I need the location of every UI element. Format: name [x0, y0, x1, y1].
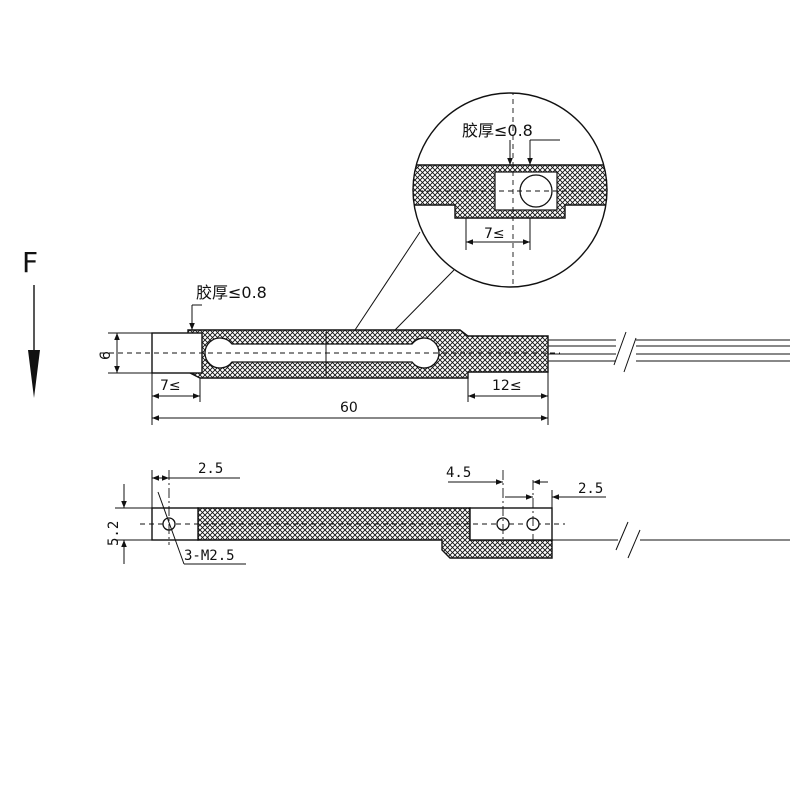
front-left-dim: 7≤: [160, 378, 181, 394]
front-length-dim: 60: [340, 400, 358, 416]
front-height-dim: 6: [98, 351, 114, 360]
top-right-edge-dim: 2.5: [578, 481, 603, 497]
front-right-dim: 12≤: [492, 378, 522, 394]
top-hole-offset-dim: 2.5: [198, 461, 223, 477]
top-view: 2.5 5.2 4.5 2.5 3-M2.5: [106, 461, 790, 565]
top-width-dim: 5.2: [106, 521, 122, 546]
front-glue-label: 胶厚≤0.8: [196, 283, 267, 302]
detail-circle: [412, 92, 608, 288]
front-wire-break: [613, 331, 637, 373]
force-indicator: F: [22, 246, 40, 398]
front-view: 6 胶厚≤0.8 7≤ 12≤ 60: [98, 283, 790, 425]
detail-contents: [413, 93, 607, 287]
detail-glue-label: 胶厚≤0.8: [462, 121, 533, 140]
front-beam-window: [204, 337, 440, 369]
detail-leader-right: [394, 269, 455, 331]
force-arrow-head: [28, 350, 40, 398]
top-cable-break: [615, 521, 641, 559]
force-label: F: [22, 246, 38, 279]
detail-leader-left: [354, 231, 421, 331]
top-thread-label: 3-M2.5: [184, 548, 235, 564]
detail-view: 胶厚≤0.8 7≤: [412, 92, 608, 288]
top-hole-spacing-dim: 4.5: [446, 465, 471, 481]
detail-gauge-dim: 7≤: [484, 226, 505, 242]
